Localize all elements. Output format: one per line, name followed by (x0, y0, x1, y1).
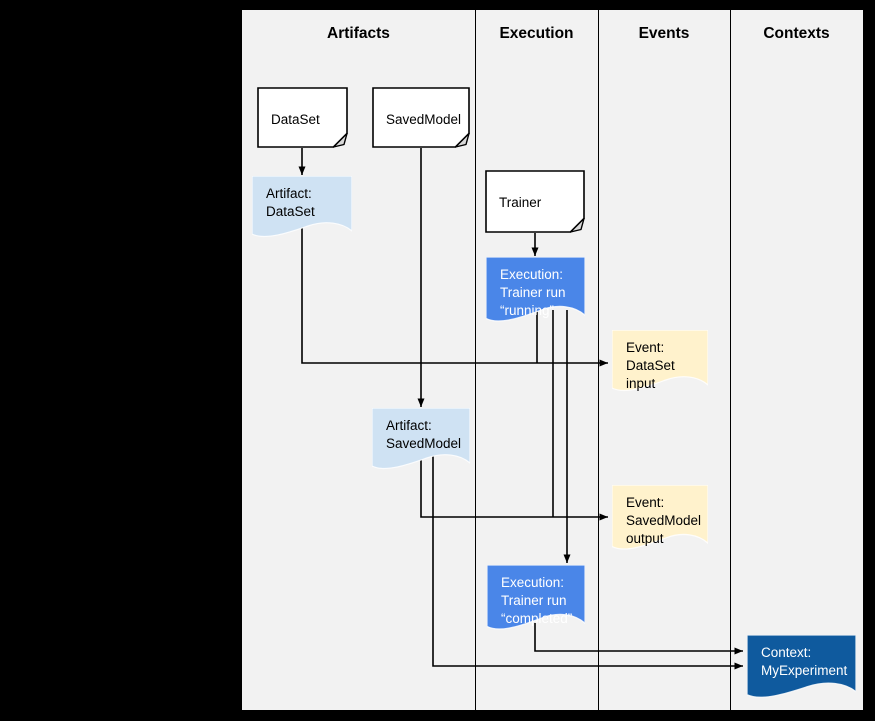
node-execution-completed: Execution: Trainer run “completed” (487, 565, 585, 637)
node-artifact-dataset: Artifact: DataSet (252, 176, 352, 244)
document-shape (257, 87, 348, 148)
node-execution-running-label: Execution: Trainer run “running” (500, 267, 566, 318)
wavy-document-shape (252, 176, 352, 238)
lane-header-execution: Execution (499, 25, 574, 42)
lane-separator-events-contexts (730, 10, 731, 710)
node-context-myexperiment-label: Context: MyExperiment (761, 645, 848, 678)
node-dataset-label: DataSet (271, 112, 320, 127)
node-trainer: Trainer (485, 170, 585, 233)
node-event-dataset-input-label: Event: DataSet input (626, 340, 675, 391)
connector-edges-layer (298, 148, 743, 670)
diagram-canvas: Artifacts Execution Events Contexts Data… (242, 10, 863, 710)
node-context-myexperiment: Context: MyExperiment (747, 635, 856, 705)
wavy-document-shape (486, 257, 585, 322)
node-artifact-dataset-label: Artifact: DataSet (266, 186, 315, 219)
edge-artifact-savedmodel-to-event-savedmodel-output (420, 455, 608, 521)
wavy-document-shape (747, 635, 856, 698)
document-shape (485, 170, 585, 233)
edge-execution-completed-to-context (534, 622, 743, 655)
wavy-document-shape (487, 565, 585, 630)
node-event-savedmodel-output: Event: SavedModel output (612, 485, 708, 557)
wavy-document-shape (612, 330, 708, 392)
lane-header-artifacts: Artifacts (327, 25, 390, 42)
lane-separator-execution-events (598, 10, 599, 710)
lane-header-contexts: Contexts (763, 25, 830, 42)
wavy-document-shape (372, 408, 470, 470)
node-trainer-label: Trainer (499, 195, 542, 210)
document-shape (372, 87, 470, 148)
node-savedmodel-label: SavedModel (386, 112, 462, 127)
lane-separator-artifacts-execution (475, 10, 476, 710)
node-artifact-savedmodel: Artifact: SavedModel (372, 408, 470, 476)
lane-header-events: Events (638, 25, 690, 42)
node-dataset: DataSet (257, 87, 348, 148)
wavy-document-shape (612, 485, 708, 550)
node-execution-running: Execution: Trainer run “running” (486, 257, 585, 329)
node-event-savedmodel-output-label: Event: SavedModel output (626, 495, 702, 546)
node-savedmodel: SavedModel (372, 87, 470, 148)
edge-artifact-dataset-to-event-dataset-input (301, 225, 608, 367)
node-event-dataset-input: Event: DataSet input (612, 330, 708, 398)
node-execution-completed-label: Execution: Trainer run “completed” (501, 575, 573, 626)
edge-artifact-savedmodel-to-context (432, 455, 743, 670)
node-artifact-savedmodel-label: Artifact: SavedModel (386, 418, 462, 451)
